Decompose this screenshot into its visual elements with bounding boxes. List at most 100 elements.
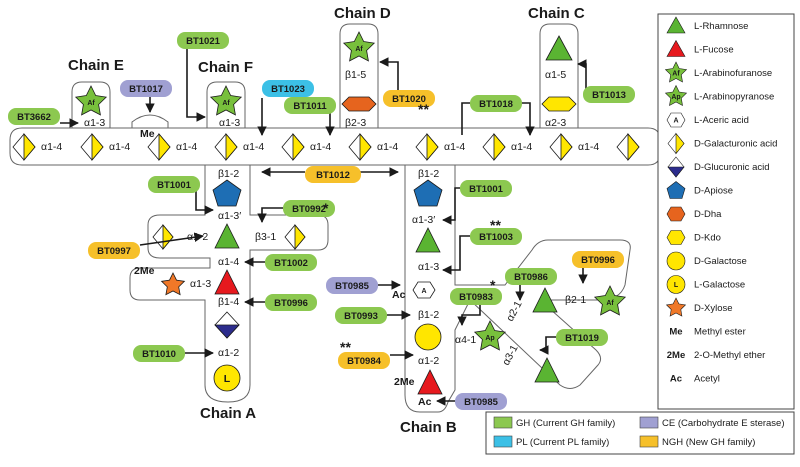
legend-hex-letter: A	[673, 118, 678, 125]
svg-text:BT1011: BT1011	[293, 101, 327, 112]
chain-c-rhamnose-triangle	[545, 35, 573, 61]
enzyme-bt0984: BT0984	[338, 352, 390, 369]
arrow-bt1018	[461, 102, 530, 135]
enzyme-bt0992: BT0992	[283, 200, 335, 217]
svg-text:BT1023: BT1023	[271, 84, 305, 95]
enzyme-labels: BT3662 BT1017 BT1021 BT1023 BT1011 BT102…	[8, 32, 635, 410]
legend-me-text: Me	[669, 327, 682, 338]
link-chain-c-bottom: α2-3	[545, 117, 566, 129]
backbone-galacturonic-diamond	[482, 132, 506, 162]
star-bt1020: **	[418, 101, 429, 117]
arrow-bt1003	[442, 235, 470, 275]
chain-b-branch-rhamnose	[532, 287, 558, 313]
backbone-linkage: α1-4	[41, 141, 62, 153]
link-b-a21: α2-1	[504, 299, 525, 324]
chain-a-fucose-triangle	[214, 269, 240, 295]
chain-a-apiose-pentagon	[212, 179, 242, 207]
backbone-galacturonic-diamond	[147, 132, 171, 162]
link-a-b31: β3-1	[255, 231, 276, 243]
link-chain-d-bottom: β2-3	[345, 117, 366, 129]
legend-label: D-Galactose	[694, 256, 747, 267]
chain-e-arabinofuranose-star: Af	[74, 85, 108, 116]
chain-f-outline	[206, 81, 246, 128]
svg-text:BT1017: BT1017	[129, 84, 163, 95]
link-b-b12-lower: β1-2	[418, 309, 439, 321]
link-a-a14: α1-4	[218, 256, 239, 268]
enzyme-bt0996-right: BT0996	[572, 251, 624, 268]
enzyme-bt3662: BT3662	[8, 108, 60, 125]
modifiers: Me 2Me Ac 2Me Ac ** * ** * **	[134, 101, 501, 408]
legend-label: D-Xylose	[694, 303, 733, 314]
svg-text:BT1010: BT1010	[142, 349, 176, 360]
backbone-galacturonic-diamond	[549, 132, 573, 162]
svg-text:BT1018: BT1018	[479, 99, 513, 110]
chain-a-rhamnose-triangle	[214, 223, 240, 249]
enzyme-bt0985-bottom: BT0985	[455, 393, 507, 410]
svg-text:BT0985: BT0985	[464, 397, 499, 408]
enzyme-bt1013: BT1013	[583, 86, 635, 103]
legend-item: L-Fucose	[666, 39, 734, 57]
link-b-a31: α3-1	[500, 343, 521, 368]
link-a-a13: α1-3	[190, 278, 211, 290]
star-bt0983: *	[490, 277, 496, 293]
legend-label: D-Apiose	[694, 186, 733, 197]
chain-a-glucuronic-diamond	[214, 311, 240, 339]
legend-item: D-Galactose	[666, 251, 747, 271]
chain-b-apiose-pentagon	[413, 179, 443, 207]
key-pl: PL (Current PL family)	[516, 437, 609, 448]
linkage-labels: α1-3 α1-3 β1-5 β2-3 α1-5 α2-3 β1-2 α1-3′…	[84, 69, 586, 367]
side-chain-symbols: Af Af Af	[74, 31, 627, 395]
legend-label: D-Kdo	[694, 233, 721, 244]
link-a-a12-bottom: α1-2	[218, 347, 239, 359]
legend-label: L-Arabinopyranose	[694, 92, 774, 103]
arrow-bt1001-left	[195, 183, 214, 215]
link-a-a13p: α1-3′	[218, 210, 241, 222]
legend-item: D-Kdo	[666, 230, 721, 245]
enzyme-bt1019: BT1019	[556, 329, 608, 346]
enzyme-bt1017: BT1017	[120, 80, 172, 97]
svg-text:BT0985: BT0985	[335, 281, 370, 292]
arrow-bt0983	[457, 305, 481, 326]
chain-b-arabinofuranose-star: Af	[593, 285, 627, 316]
chain-e-outline	[71, 81, 111, 128]
svg-text:BT0996: BT0996	[274, 298, 308, 309]
link-chain-d-top: β1-5	[345, 69, 366, 81]
enzyme-key: GH (Current GH family) CE (Carbohydrate …	[485, 411, 795, 455]
chain-a-galacturonic-left	[152, 223, 174, 251]
backbone-galacturonic-diamond	[214, 132, 238, 162]
af-letter: Af	[355, 46, 363, 53]
chain-b-lower-rhamnose	[534, 357, 560, 383]
link-b-a13: α1-3	[418, 261, 439, 273]
arrow-bt1011	[300, 111, 335, 136]
star-bt0984: **	[340, 339, 351, 355]
l-letter: L	[224, 373, 231, 385]
enzyme-bt1021: BT1021	[177, 32, 229, 49]
link-b-a41: α4-1	[455, 334, 476, 346]
chain-me-outline	[131, 114, 169, 128]
enzyme-bt0985-top: BT0985	[326, 277, 378, 294]
svg-text:BT0996: BT0996	[581, 255, 615, 266]
legend-item: D-Dha	[666, 206, 722, 222]
two-me-a-label: 2Me	[134, 265, 155, 277]
key-ce: CE (Carbohydrate E sterase)	[662, 418, 785, 429]
chain-a-l-galactose-circle: L	[213, 364, 241, 392]
arrow-bt1021	[186, 48, 206, 122]
backbone-galacturonic-diamond	[80, 132, 104, 162]
svg-text:BT1002: BT1002	[274, 258, 308, 269]
star-bt1003: **	[490, 217, 501, 233]
enzyme-bt0993: BT0993	[335, 307, 387, 324]
link-a-b14: β1-4	[218, 296, 239, 308]
legend-star-letter: Ap	[671, 94, 680, 101]
svg-text:BT0983: BT0983	[459, 292, 493, 303]
arrow-bt1020	[379, 57, 399, 90]
two-me-b-label: 2Me	[394, 376, 415, 388]
legend-item: L-Rhamnose	[666, 16, 748, 34]
chain-d-title: Chain D	[334, 5, 391, 22]
svg-text:BT0993: BT0993	[344, 311, 378, 322]
enzyme-bt0997: BT0997	[88, 242, 140, 259]
svg-text:BT1001: BT1001	[157, 180, 192, 191]
